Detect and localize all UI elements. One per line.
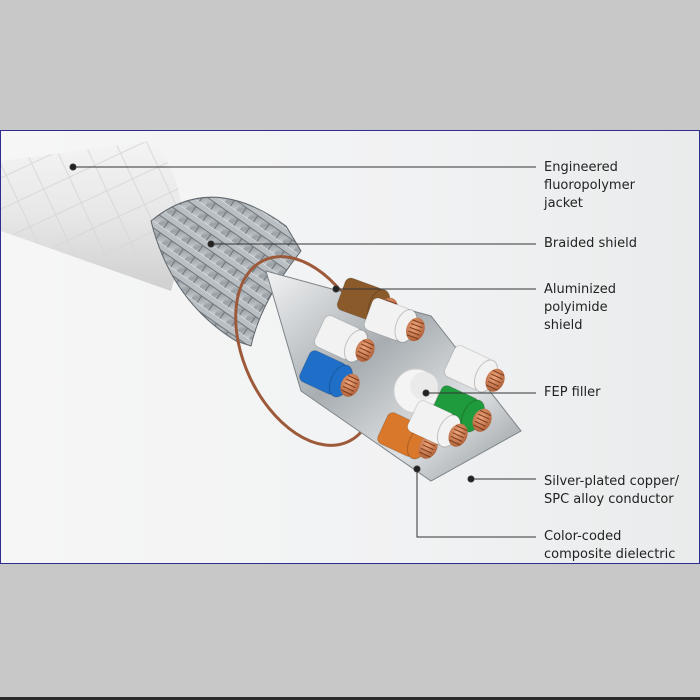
filler-label: FEP filler	[544, 385, 601, 400]
jacket-leader-dot	[69, 163, 77, 171]
white-wire-d	[407, 400, 468, 448]
white-wire-c	[444, 345, 505, 393]
conductor-leader-dot	[467, 475, 475, 483]
bottom-border	[0, 697, 700, 700]
blue-wire	[299, 350, 360, 398]
foil-label: Aluminized polyimide shield	[544, 282, 616, 333]
white-wire-b	[314, 315, 375, 363]
jacket-label: Engineered fluoropolymer jacket	[544, 160, 635, 211]
braid-label: Braided shield	[544, 236, 637, 251]
white-wire-a	[363, 297, 425, 343]
foil-leader-dot	[332, 285, 340, 293]
leader-lines	[69, 163, 536, 538]
filler-leader-dot	[422, 389, 430, 397]
conductor-label: Silver-plated copper/ SPC alloy conducto…	[544, 474, 680, 507]
dielectric-label: Color-coded composite dielectric	[544, 529, 676, 562]
dielectric-leader-dot	[413, 465, 421, 473]
braid-section	[150, 196, 302, 347]
braid-leader-dot	[207, 240, 215, 248]
jacket-section	[1, 141, 183, 291]
dielectric-leader	[416, 469, 536, 538]
cable-diagram-frame: Engineered fluoropolymer jacket Braided …	[0, 130, 700, 564]
